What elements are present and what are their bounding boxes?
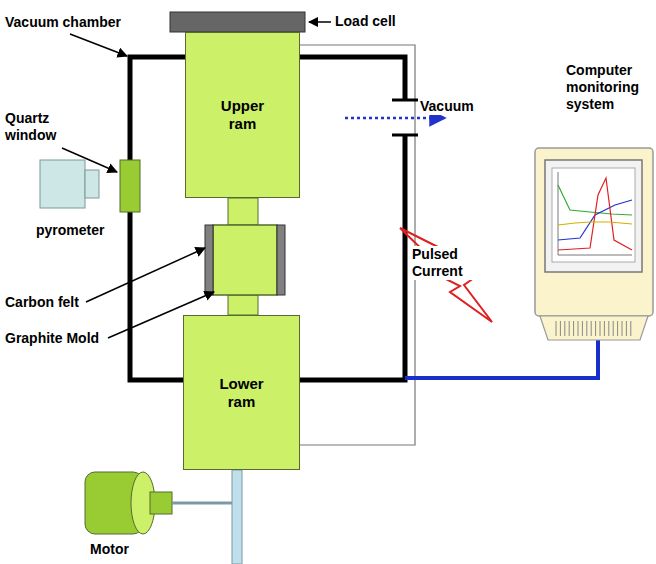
load-cell xyxy=(170,12,305,32)
grille-line xyxy=(595,321,596,336)
grille-line xyxy=(600,321,601,336)
grille-line xyxy=(569,321,570,336)
vacuum-flow-arrow xyxy=(345,117,445,120)
part-label: Carbon felt xyxy=(5,294,100,311)
part-label: Vacuum xyxy=(420,98,490,115)
pyrometer xyxy=(40,160,85,208)
grille-line xyxy=(613,321,614,336)
leader-lines xyxy=(62,22,331,338)
grille-line xyxy=(608,321,609,336)
sensor-wire xyxy=(300,45,415,445)
upper-punch xyxy=(228,198,258,225)
drive-shaft xyxy=(232,470,242,564)
part-label: Graphite Mold xyxy=(5,330,110,347)
graphite-mold xyxy=(213,225,277,295)
ram-box: Lower ram xyxy=(183,315,300,470)
part-label: Load cell xyxy=(335,13,425,30)
grille-line xyxy=(556,321,557,336)
grille-line xyxy=(591,321,592,336)
grille-line xyxy=(560,321,561,336)
grille-line xyxy=(617,321,618,336)
lightning-bolt xyxy=(400,228,492,322)
carbon-felt xyxy=(205,225,213,295)
grille-line xyxy=(582,321,583,336)
pyrometer-lens xyxy=(85,170,99,198)
grille-line xyxy=(578,321,579,336)
part-label: Computer monitoring system xyxy=(566,62,654,112)
motor xyxy=(85,472,232,534)
grille-line xyxy=(564,321,565,336)
lower-punch xyxy=(228,295,258,315)
grille-line xyxy=(622,321,623,336)
carbon-felt xyxy=(277,225,285,295)
grille-line xyxy=(604,321,605,336)
quartz-window xyxy=(120,160,140,212)
part-label: Motor xyxy=(90,541,160,558)
grille-line xyxy=(630,321,631,336)
part-label: Vacuum chamber xyxy=(5,14,155,31)
part-label: Quartz window xyxy=(5,110,67,144)
grille-line xyxy=(626,321,627,336)
ram-box: Upper ram xyxy=(185,32,300,198)
part-label: Pulsed Current xyxy=(412,246,478,280)
ram-label: Upper ram xyxy=(216,97,270,133)
grille-line xyxy=(573,321,574,336)
grille-line xyxy=(586,321,587,336)
part-label: pyrometer xyxy=(36,222,126,239)
ram-label: Lower ram xyxy=(215,375,269,411)
computer xyxy=(405,148,653,378)
